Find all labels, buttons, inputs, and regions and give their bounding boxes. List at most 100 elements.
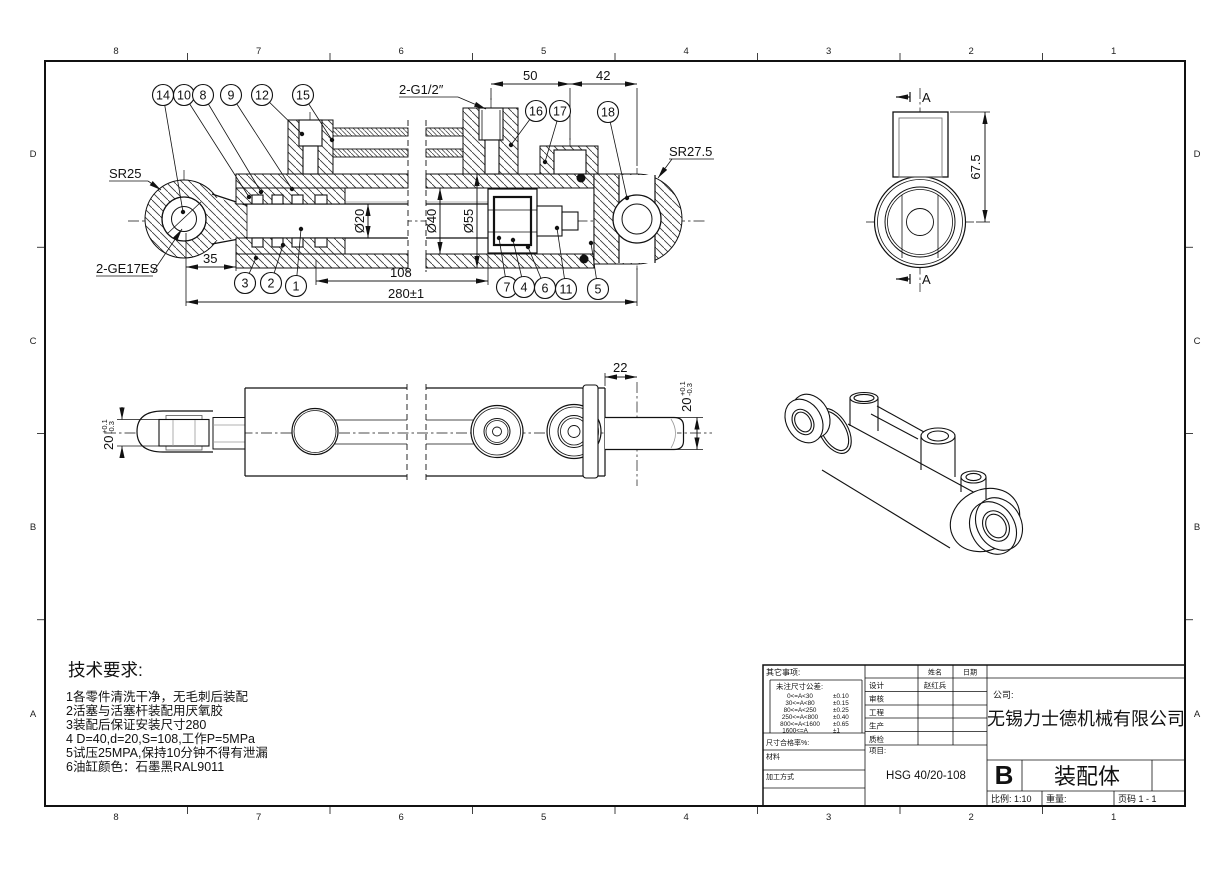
tb-other-label: 其它事项: bbox=[766, 667, 800, 677]
side-view: 22 20 +0.1 -0.3 20 +0.1 -0.3 bbox=[100, 360, 712, 486]
tb-row-label: 生产 bbox=[869, 721, 884, 731]
grid-row: A bbox=[30, 709, 37, 720]
label-ge17: 2-GE17ES bbox=[96, 261, 158, 276]
grid-col: 2 bbox=[969, 46, 974, 57]
tb-tol-val: ±1 bbox=[833, 728, 840, 735]
tb-tol-range: 80<=A<250 bbox=[784, 707, 817, 714]
balloon-15: 15 bbox=[296, 89, 310, 103]
section-arrow-label-bottom: A bbox=[922, 272, 931, 287]
tb-name-col: 姓名 bbox=[928, 668, 942, 677]
dim-50: 50 bbox=[523, 68, 537, 83]
dim-20-right-tol-plus: +0.1 bbox=[678, 381, 687, 396]
grid-row: D bbox=[30, 149, 37, 160]
section-arrow-label-top: A bbox=[922, 90, 931, 105]
balloon-11: 11 bbox=[560, 283, 573, 297]
tb-tol-val: ±0.65 bbox=[833, 721, 849, 728]
tb-tol-val: ±0.10 bbox=[833, 693, 849, 700]
label-sr27: SR27.5 bbox=[669, 144, 712, 159]
grid-col: 1 bbox=[1111, 46, 1116, 57]
tb-designer-name: 赵红兵 bbox=[924, 680, 947, 690]
balloon-17: 17 bbox=[553, 105, 567, 119]
tb-tol-val: ±0.15 bbox=[833, 700, 849, 707]
tb-tol-val: ±0.25 bbox=[833, 707, 849, 714]
balloon-1: 1 bbox=[293, 280, 300, 294]
tb-scale: 比例: 1:10 bbox=[991, 793, 1032, 804]
grid-row: B bbox=[30, 522, 36, 533]
tech-requirements: 技术要求: 1各零件清洗干净，无毛刺后装配 2活塞与活塞杆装配用厌氧胶 3装配后… bbox=[66, 660, 268, 774]
grid-col: 8 bbox=[113, 812, 118, 823]
grid-col: 6 bbox=[399, 812, 404, 823]
tb-row-label: 质检 bbox=[869, 734, 884, 744]
balloons: 14 10 8 9 12 15 16 17 18 3 2 1 7 4 6 11 … bbox=[151, 83, 630, 301]
balloon-2: 2 bbox=[268, 277, 275, 291]
tech-item: 3装配后保证安装尺寸280 bbox=[66, 717, 206, 732]
balloon-5: 5 bbox=[595, 283, 602, 297]
tech-item: 6油缸颜色：石墨黑RAL9011 bbox=[66, 759, 224, 774]
tb-date-col: 日期 bbox=[963, 669, 977, 677]
dim-20-left: 20 bbox=[101, 436, 116, 450]
dim-20-right-tol-minus: -0.3 bbox=[685, 383, 694, 396]
main-section-view bbox=[128, 98, 705, 272]
grid-col: 7 bbox=[256, 46, 261, 57]
tb-title: 装配体 bbox=[1054, 764, 1120, 789]
dim-dia20: Ø20 bbox=[352, 209, 367, 234]
tb-tol-title: 未注尺寸公差: bbox=[776, 681, 823, 691]
tech-item: 1各零件清洗干净，无毛刺后装配 bbox=[66, 689, 248, 704]
section-aa-view: A A 67.5 bbox=[866, 88, 990, 292]
tb-dim-pass: 尺寸合格率%: bbox=[766, 738, 809, 747]
grid-labels: 8 7 6 5 4 3 2 1 8 7 6 5 4 3 2 1 D C B A … bbox=[30, 46, 1201, 823]
balloon-4: 4 bbox=[521, 281, 528, 295]
label-sr25: SR25 bbox=[109, 166, 142, 181]
balloon-16: 16 bbox=[529, 105, 543, 119]
grid-col: 2 bbox=[969, 812, 974, 823]
balloon-8: 8 bbox=[200, 89, 207, 103]
grid-row: A bbox=[1194, 709, 1201, 720]
tb-weight: 重量: bbox=[1046, 793, 1067, 804]
sheet-frame: 8 7 6 5 4 3 2 1 8 7 6 5 4 3 2 1 D C B A … bbox=[30, 46, 1201, 823]
tech-item: 4 D=40,d=20,S=108,工作P=5MPa bbox=[66, 732, 255, 746]
balloon-7: 7 bbox=[504, 281, 511, 295]
isometric-view bbox=[784, 391, 1024, 555]
grid-col: 8 bbox=[113, 46, 118, 57]
tech-item: 5试压25MPA,保持10分钟不得有泄漏 bbox=[66, 745, 268, 760]
dim-dia55: Ø55 bbox=[461, 209, 476, 234]
balloon-9: 9 bbox=[228, 89, 235, 103]
grid-col: 4 bbox=[684, 46, 689, 57]
balloon-12: 12 bbox=[255, 89, 269, 103]
tb-process: 加工方式 bbox=[766, 772, 794, 781]
tb-tol-val: ±0.40 bbox=[833, 714, 849, 721]
label-g12: 2-G1/2″ bbox=[399, 82, 444, 97]
dim-20-right: 20 bbox=[679, 398, 694, 412]
grid-col: 6 bbox=[399, 46, 404, 57]
dim-22: 22 bbox=[613, 360, 627, 375]
tb-project-label: 项目: bbox=[869, 746, 886, 755]
dim-280: 280±1 bbox=[388, 286, 424, 301]
balloon-10: 10 bbox=[177, 89, 191, 103]
grid-col: 3 bbox=[826, 812, 831, 823]
tb-tol-range: 30<=A<80 bbox=[785, 700, 815, 707]
grid-col: 1 bbox=[1111, 812, 1116, 823]
title-block: 其它事项: 未注尺寸公差: 0<=A<30 ±0.10 30<=A<80 ±0.… bbox=[762, 664, 1186, 807]
tech-title: 技术要求: bbox=[68, 660, 143, 680]
tb-tol-range: 0<=A<30 bbox=[787, 693, 813, 700]
tb-project-value: HSG 40/20-108 bbox=[886, 770, 966, 782]
balloon-18: 18 bbox=[601, 106, 615, 120]
dim-42: 42 bbox=[596, 68, 610, 83]
dim-20-left-tol-plus: +0.1 bbox=[100, 419, 109, 434]
dim-67-5: 67.5 bbox=[968, 154, 983, 179]
tb-tol-range: 250<=A<800 bbox=[782, 714, 819, 721]
grid-col: 5 bbox=[541, 812, 546, 823]
grid-row: C bbox=[30, 336, 37, 347]
tb-company-name: 无锡力士德机械有限公司 bbox=[987, 709, 1185, 729]
dim-35: 35 bbox=[203, 251, 217, 266]
tb-row-label: 设计 bbox=[869, 680, 884, 690]
grid-col: 3 bbox=[826, 46, 831, 57]
tb-size: B bbox=[995, 760, 1014, 790]
grid-row: D bbox=[1194, 149, 1201, 160]
grid-row: B bbox=[1194, 522, 1200, 533]
grid-col: 7 bbox=[256, 812, 261, 823]
tb-material: 材料 bbox=[766, 752, 780, 761]
main-dimensions: 50 42 35 108 280±1 Ø20 Ø40 Ø55 SR25 2-GE… bbox=[96, 68, 714, 306]
dim-20-left-tol-minus: -0.3 bbox=[107, 421, 116, 434]
